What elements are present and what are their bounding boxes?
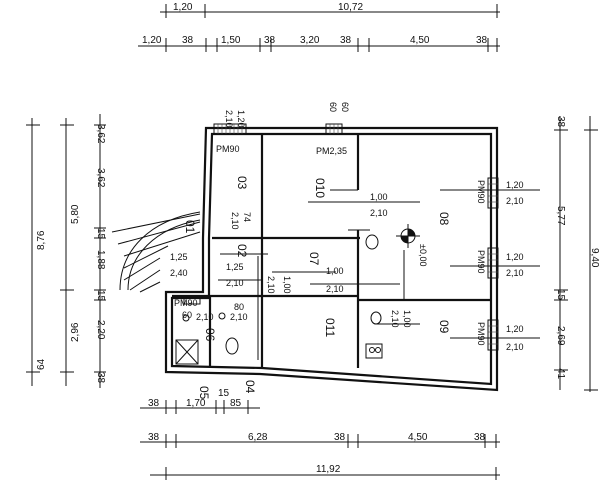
door-d8-height: 2,10 [196,312,214,322]
top-dimension-lines: 1,20 10,72 1,20 38 1,50 38 3,20 38 4,50 … [138,2,500,52]
door-d1-height: 2,10 [370,208,388,218]
sink-icon-2 [370,311,382,325]
door-d4-width: 1,25 [170,252,188,262]
room-labels: 03 010 08 01 02 07 011 09 06 05 04 [183,176,451,400]
door-d2-width: 74 [242,212,252,222]
room-label-04: 04 [243,380,257,394]
left-dim-bottom: 64 [36,358,47,370]
door-d8-width: 60 [182,310,192,320]
window-width-right-3: 1,20 [506,324,524,334]
leader-lines [218,189,540,360]
fixtures [175,224,420,365]
left-dim-inner-5: 2,20 [95,320,106,340]
toilet-icon [225,337,239,355]
top-dim-2: 10,72 [338,2,363,13]
bottom-dim-2: 1,70 [186,398,206,409]
room-label-07: 07 [307,252,321,266]
top-dim-10: 38 [476,35,488,46]
room-label-03: 03 [235,176,249,190]
room-label-02: 02 [235,244,249,258]
window-code-right-3: PM90 [476,322,486,346]
stove-icon [365,343,383,359]
top-dim-7: 3,20 [300,35,320,46]
bottom-dim-6: 6,28 [248,432,268,443]
bottom-dim-total: 11,92 [316,464,341,475]
top-dim-5: 1,50 [221,35,241,46]
top-dim-4: 38 [182,35,194,46]
left-dim-inner-top: 3,62 [95,124,106,144]
door-d9-height: 2,10 [230,312,248,322]
window-code-top-left: PM90 [216,144,240,154]
window-height-right-1: 2,10 [506,196,524,206]
window-code-top-mid: PM2,35 [316,146,347,156]
shower-tray [175,339,199,365]
left-dim-inner-2: 15 [95,228,106,240]
left-dimension-lines: 8,76 64 5,80 2,96 3,62 3,62 15 1,88 15 2… [26,114,106,388]
window-code-right-1: PM90 [476,180,486,204]
top-dim-3: 1,20 [142,35,162,46]
building-walls [164,126,499,392]
level-label: ±0,00 [418,244,428,266]
door-d1-width: 1,00 [370,192,388,202]
right-dim-total: 9,40 [589,248,600,268]
door-d6-height: 2,10 [266,276,276,294]
staircase [111,211,201,293]
left-dim-upper: 5,80 [70,204,81,224]
sink-icon [365,234,379,250]
room-label-05: 05 [197,386,211,400]
window-height-right-2: 2,10 [506,268,524,278]
door-d5-height: 2,10 [326,284,344,294]
top-dim-6: 38 [264,35,276,46]
door-d7-width: 1,00 [402,310,412,328]
right-dim-inner-3: 2,69 [555,326,566,346]
bottom-dim-8: 4,50 [408,432,428,443]
door-d6-width: 1,00 [282,276,292,294]
door-d3-height: 2,10 [226,278,244,288]
door-d9-width: 80 [234,302,244,312]
small-window-code: PM90 [174,298,198,308]
door-d5-width: 1,00 [326,266,344,276]
right-dim-inner-4: 41 [555,368,566,380]
window-height-top-mid: 60 [328,102,338,112]
room-label-011: 011 [323,318,337,337]
left-dim-inner-4: 15 [95,290,106,302]
bottom-dim-9: 38 [474,432,486,443]
right-dimension-lines: 38 5,77 15 2,69 41 9,40 [554,116,600,392]
window-width-right-1: 1,20 [506,180,524,190]
left-dim-total: 8,76 [36,230,47,250]
window-width-right-2: 1,20 [506,252,524,262]
top-dim-9: 4,50 [410,35,430,46]
bottom-dim-4: 85 [230,398,242,409]
bottom-dim-1: 38 [148,398,160,409]
window-code-right-2: PM90 [476,250,486,274]
bottom-dim-3: 15 [218,388,230,399]
left-dim-lower: 2,96 [70,322,81,342]
right-dim-inner-2: 15 [555,289,566,301]
window-height-top-left: 2,10 [224,110,234,128]
bottom-dim-5: 38 [148,432,160,443]
door-d3-width: 1,25 [226,262,244,272]
top-dim-8: 38 [340,35,352,46]
room-label-010: 010 [313,178,327,198]
window-width-top-mid: 60 [340,102,350,112]
door-d2-height: 2,10 [230,212,240,230]
bottom-dimension-lines: 38 1,70 15 85 38 6,28 38 4,50 38 11,92 [140,388,500,480]
left-dim-inner-3: 1,88 [95,250,106,270]
room-label-08: 08 [437,212,451,226]
right-dim-inner-1: 5,77 [555,206,566,226]
room-label-01: 01 [183,220,197,234]
window-width-top-left: 1,20 [236,110,246,128]
opening-labels: PM90 2,10 1,20 PM2,35 60 60 PM90 1,20 2,… [170,102,524,352]
room-label-09: 09 [437,320,451,334]
right-dim-top: 38 [555,116,566,128]
bottom-dim-7: 38 [334,432,346,443]
door-d7-height: 2,10 [390,310,400,328]
door-d4-height: 2,40 [170,268,188,278]
window-height-right-3: 2,10 [506,342,524,352]
left-dim-inner-1: 3,62 [95,168,106,188]
room-label-06: 06 [203,328,217,342]
left-dim-inner-6: 38 [95,372,106,384]
top-dim-1: 1,20 [173,2,193,13]
